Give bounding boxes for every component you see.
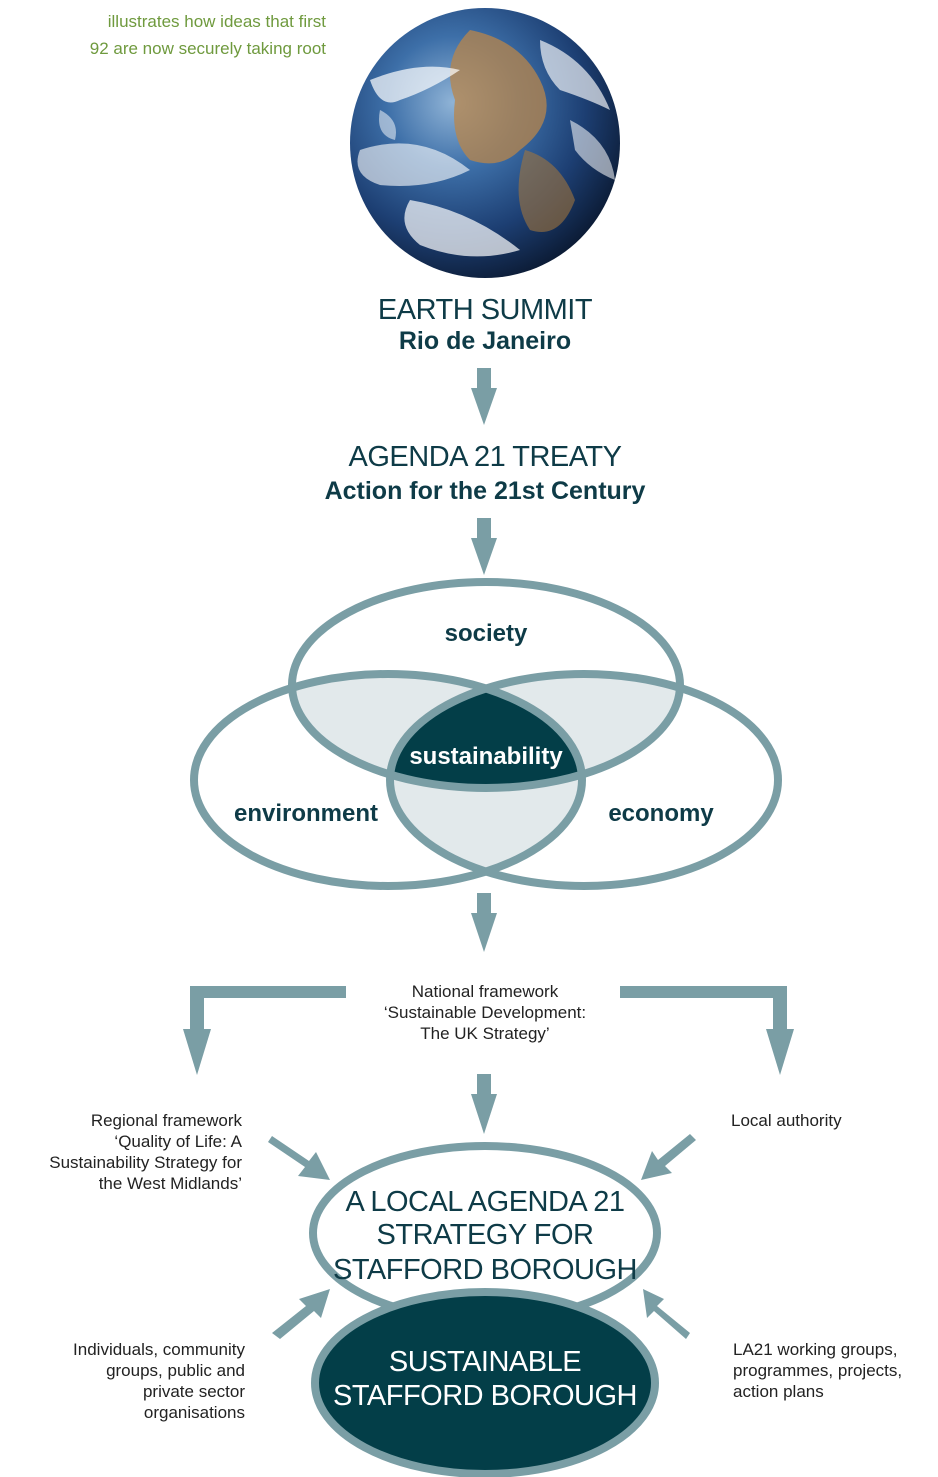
local-authority-label: Local authority — [731, 1111, 842, 1130]
earth-globe-icon — [350, 8, 620, 278]
diagonal-arrow-upper-left — [268, 1136, 330, 1180]
venn-label-environment: environment — [234, 800, 378, 827]
working-groups-line-2: programmes, projects, — [733, 1361, 902, 1380]
earth-summit-subtitle: Rio de Janeiro — [399, 327, 571, 355]
agenda-title: AGENDA 21 TREATY — [349, 441, 622, 473]
arrow-down-4 — [471, 1074, 497, 1134]
earth-summit-title: EARTH SUMMIT — [378, 294, 593, 326]
arrow-down-3 — [471, 893, 497, 952]
sustainable-ellipse — [311, 1288, 659, 1477]
working-groups-line-1: LA21 working groups, — [733, 1340, 897, 1359]
individuals-line-4: organisations — [144, 1403, 245, 1422]
venn-label-economy: economy — [608, 800, 714, 827]
venn-label-sustainability: sustainability — [409, 743, 563, 770]
strategy-line-3: STAFFORD BOROUGH — [333, 1254, 637, 1286]
strategy-line-2: STRATEGY FOR — [377, 1219, 594, 1251]
diagonal-arrow-upper-right — [641, 1134, 696, 1180]
arrow-down-2 — [471, 518, 497, 575]
sustainable-line-2: STAFFORD BOROUGH — [333, 1380, 637, 1412]
sustainable-line-1: SUSTAINABLE — [389, 1346, 581, 1378]
individuals-line-1: Individuals, community — [73, 1340, 245, 1359]
national-line-2: ‘Sustainable Development: — [384, 1003, 586, 1022]
agenda-subtitle: Action for the 21st Century — [325, 477, 646, 505]
working-groups-line-3: action plans — [733, 1382, 824, 1401]
branch-arrow-right — [620, 986, 794, 1075]
venn-label-society: society — [445, 620, 528, 647]
national-line-3: The UK Strategy’ — [420, 1024, 549, 1043]
regional-line-2: ‘Quality of Life: A — [114, 1132, 242, 1151]
individuals-line-2: groups, public and — [106, 1361, 245, 1380]
diagonal-arrow-lower-right — [643, 1289, 690, 1339]
diagonal-arrow-lower-left — [272, 1289, 330, 1339]
intro-line-2: 92 are now securely taking root — [89, 39, 326, 58]
regional-line-3: Sustainability Strategy for — [49, 1153, 242, 1172]
venn-diagram — [190, 578, 782, 890]
intro-line-1: illustrates how ideas that first — [107, 12, 326, 31]
branch-arrow-left — [183, 986, 346, 1075]
regional-line-1: Regional framework — [91, 1111, 243, 1130]
national-line-1: National framework — [412, 982, 559, 1001]
intro-text: illustrates how ideas that first 92 are … — [0, 8, 326, 62]
strategy-line-1: A LOCAL AGENDA 21 — [346, 1186, 625, 1218]
individuals-line-3: private sector — [143, 1382, 245, 1401]
regional-line-4: the West Midlands’ — [99, 1174, 242, 1193]
arrow-down-1 — [471, 368, 497, 425]
